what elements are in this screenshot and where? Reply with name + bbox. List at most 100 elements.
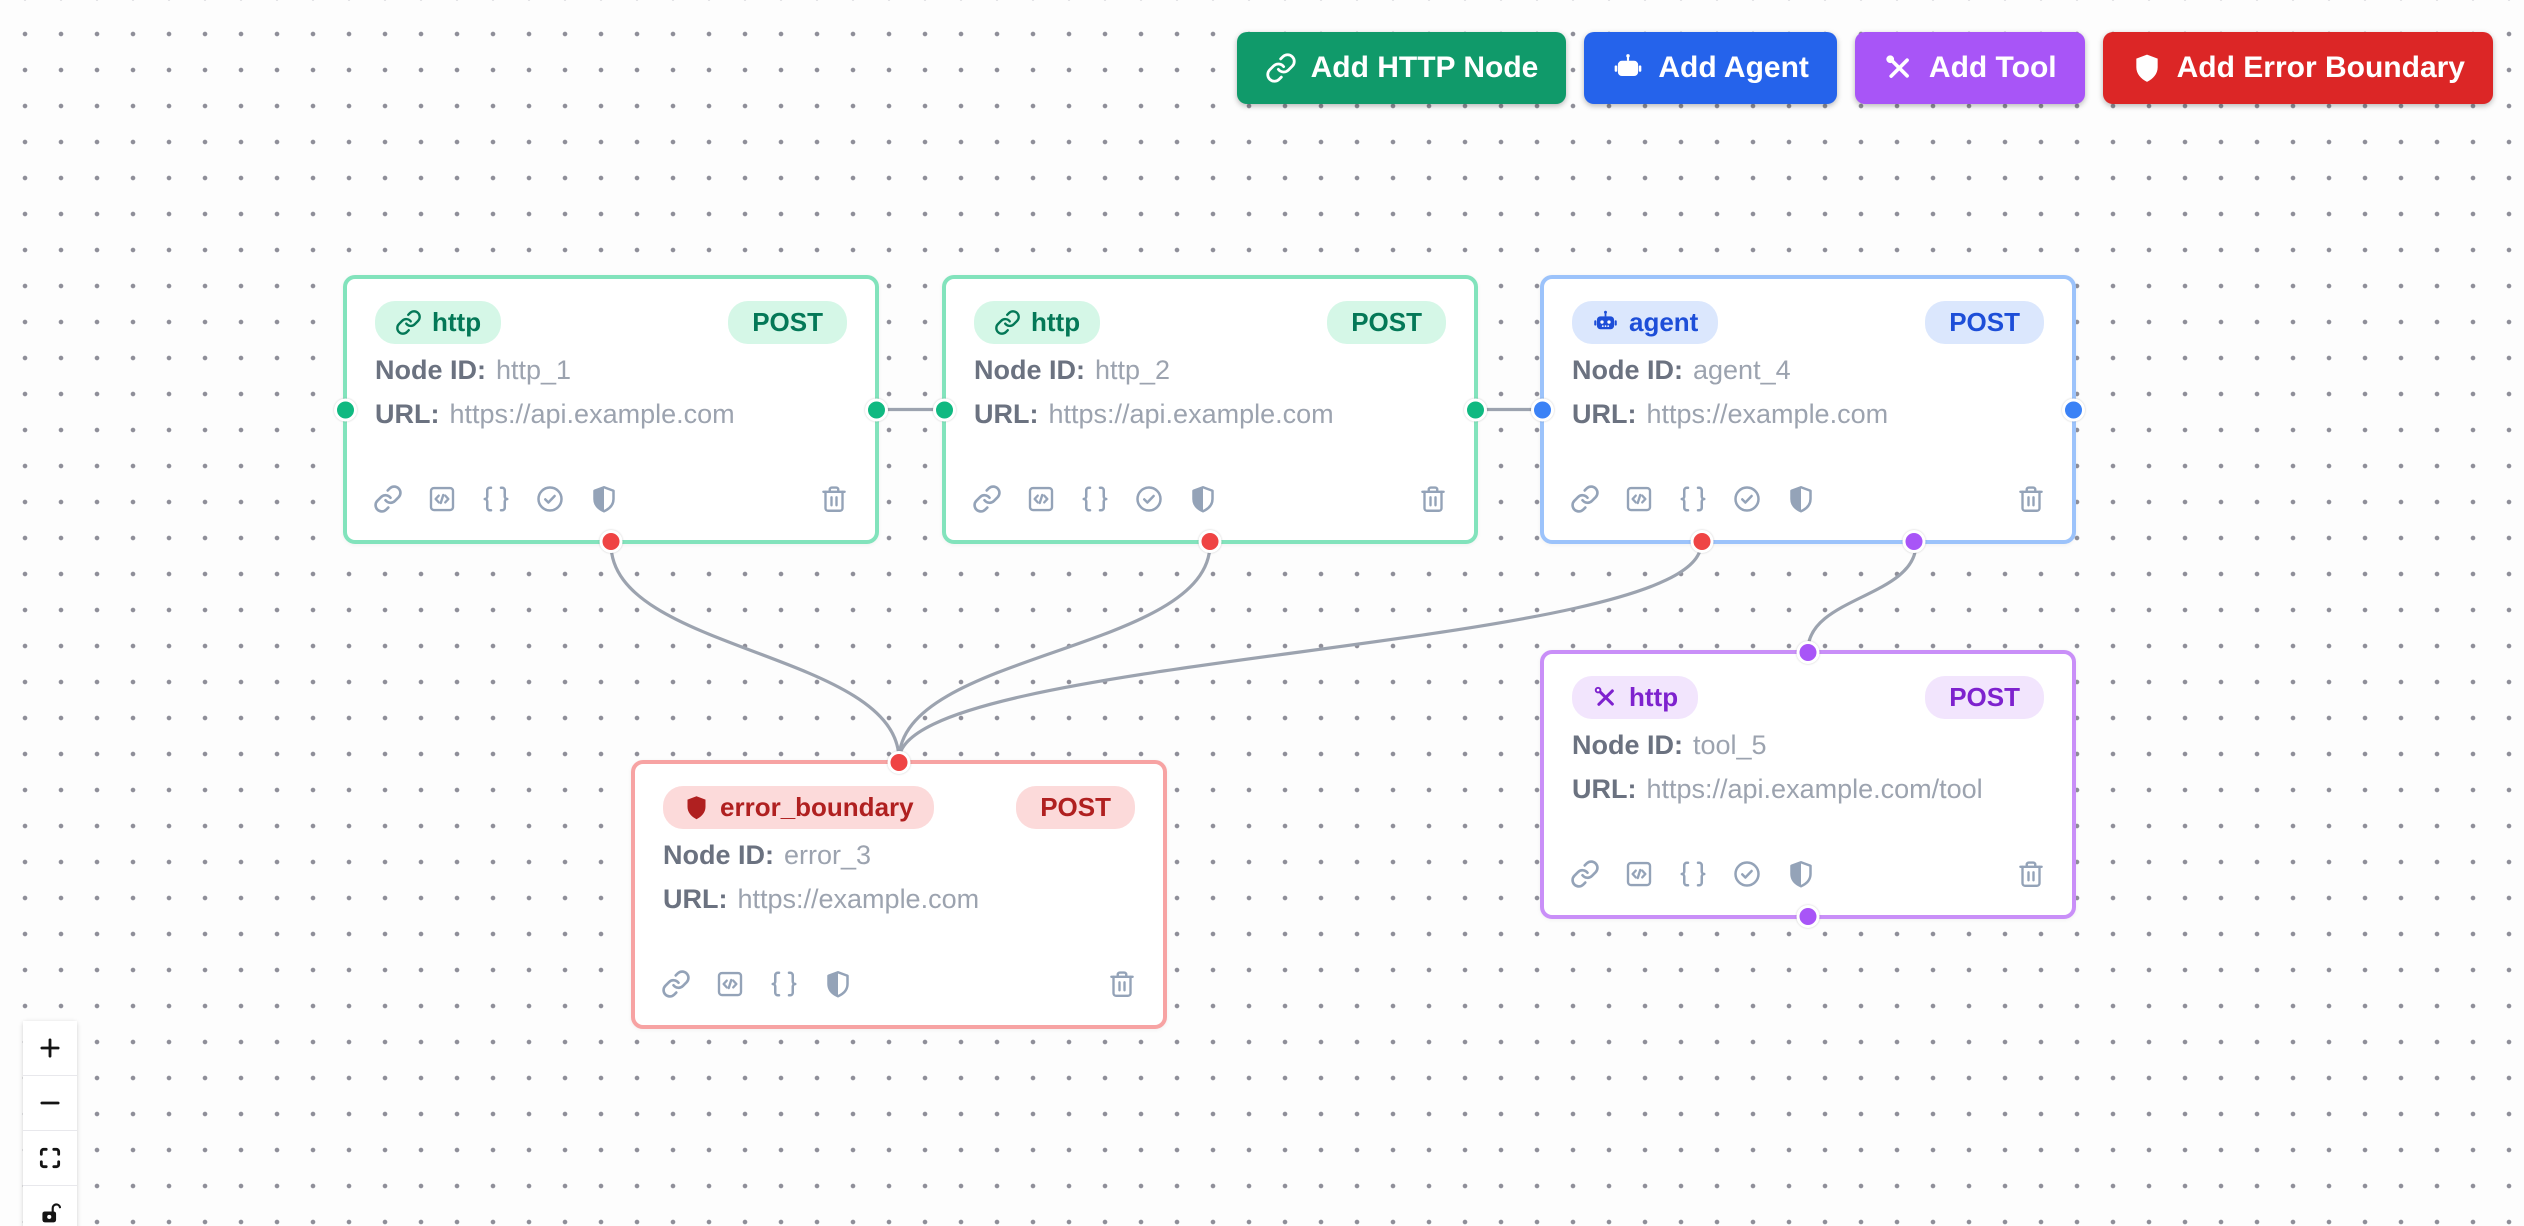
handle-target-left[interactable]	[334, 398, 357, 421]
handle-error-bottom[interactable]	[1198, 530, 1222, 553]
method-badge: POST	[1925, 301, 2044, 344]
validate-action-button[interactable]	[1134, 484, 1164, 514]
edge-agent4-tool5[interactable]	[1806, 543, 1918, 651]
zoom-out-button[interactable]	[23, 1076, 77, 1131]
handle-target-left[interactable]	[1531, 398, 1554, 421]
json-action-button[interactable]	[1678, 859, 1708, 889]
delete-node-button[interactable]	[1107, 969, 1137, 999]
shield-action-button[interactable]	[823, 969, 853, 999]
url-action-button[interactable]	[972, 484, 1002, 514]
code-icon	[427, 484, 457, 514]
code-action-button[interactable]	[1624, 859, 1654, 889]
add-error-boundary-button[interactable]: Add Error Boundary	[2102, 32, 2493, 104]
node-url-value: https://api.example.com	[1048, 399, 1334, 429]
handle-source-right[interactable]	[865, 398, 888, 421]
add-http-node-button[interactable]: Add HTTP Node	[1236, 32, 1567, 104]
handle-tool-top[interactable]	[1796, 641, 1820, 664]
node-agent_4[interactable]: agent POST Node ID:agent_4 URL:https://e…	[1531, 275, 2085, 553]
code-action-button[interactable]	[427, 484, 457, 514]
robot-icon	[1592, 309, 1619, 336]
handle-target-left[interactable]	[933, 398, 956, 421]
handle-tool-bottom[interactable]	[1902, 530, 1926, 553]
node-type-badge: http	[974, 301, 1101, 344]
node-id-row: Node ID:http_2	[974, 355, 1171, 385]
link-icon	[972, 484, 1002, 514]
node-http_2[interactable]: http POST Node ID:http_2 URL:https://api…	[933, 275, 1487, 553]
node-header: agent POST	[1572, 301, 2044, 344]
minus-icon	[37, 1090, 63, 1116]
node-id-value: tool_5	[1693, 730, 1767, 760]
handle-error-bottom[interactable]	[599, 530, 623, 553]
add-agent-button[interactable]: Add Agent	[1584, 32, 1837, 104]
edge-agent4-error3[interactable]	[897, 543, 1703, 761]
robot-icon	[1612, 52, 1644, 84]
url-action-button[interactable]	[1570, 484, 1600, 514]
handle-source-right[interactable]	[2062, 398, 2085, 421]
code-action-button[interactable]	[1624, 484, 1654, 514]
code-action-button[interactable]	[1026, 484, 1056, 514]
code-icon	[1624, 859, 1654, 889]
braces-icon	[1080, 484, 1110, 514]
link-icon	[395, 309, 422, 336]
node-header: error_boundary POST	[663, 786, 1135, 829]
node-id-value: http_1	[496, 355, 572, 385]
check-circle-icon	[1732, 859, 1762, 889]
edge-http2-error3[interactable]	[897, 543, 1212, 761]
node-http_1[interactable]: http POST Node ID:http_1 URL:https://api…	[334, 275, 888, 553]
canvas-controls	[23, 1021, 77, 1226]
lock-button[interactable]	[23, 1186, 77, 1226]
node-type-badge: http	[375, 301, 502, 344]
url-action-button[interactable]	[373, 484, 403, 514]
node-tool_5[interactable]: http POST Node ID:tool_5 URL:https://api…	[1540, 641, 2076, 928]
trash-icon	[1418, 484, 1448, 514]
node-type-badge: http	[1572, 676, 1699, 719]
check-circle-icon	[1732, 484, 1762, 514]
json-action-button[interactable]	[1080, 484, 1110, 514]
trash-icon	[1107, 969, 1137, 999]
url-action-button[interactable]	[1570, 859, 1600, 889]
node-actions	[1570, 859, 2046, 889]
trash-icon	[2016, 859, 2046, 889]
add-tool-button[interactable]: Add Tool	[1854, 32, 2085, 104]
node-id-value: agent_4	[1693, 355, 1791, 385]
delete-node-button[interactable]	[1418, 484, 1448, 514]
node-type-badge: agent	[1572, 301, 1719, 344]
handle-source-right[interactable]	[1464, 398, 1487, 421]
handle-error-top[interactable]	[887, 751, 911, 774]
node-error_3[interactable]: error_boundary POST Node ID:error_3 URL:…	[631, 751, 1167, 1029]
plus-icon	[37, 1035, 63, 1061]
check-circle-icon	[1134, 484, 1164, 514]
node-id-row: Node ID:tool_5	[1572, 730, 1767, 760]
delete-node-button[interactable]	[2016, 859, 2046, 889]
shield-action-button[interactable]	[1786, 484, 1816, 514]
fit-view-button[interactable]	[23, 1131, 77, 1186]
node-url-value: https://example.com	[737, 884, 980, 914]
validate-action-button[interactable]	[1732, 859, 1762, 889]
url-action-button[interactable]	[661, 969, 691, 999]
shield-action-button[interactable]	[1786, 859, 1816, 889]
json-action-button[interactable]	[769, 969, 799, 999]
shield-action-button[interactable]	[1188, 484, 1218, 514]
validate-action-button[interactable]	[535, 484, 565, 514]
shield-action-button[interactable]	[589, 484, 619, 514]
code-action-button[interactable]	[715, 969, 745, 999]
node-id-row: Node ID:http_1	[375, 355, 572, 385]
zoom-in-button[interactable]	[23, 1021, 77, 1076]
delete-node-button[interactable]	[819, 484, 849, 514]
json-action-button[interactable]	[1678, 484, 1708, 514]
node-url-row: URL:https://example.com	[1572, 399, 1889, 429]
check-circle-icon	[535, 484, 565, 514]
json-action-button[interactable]	[481, 484, 511, 514]
handle-error-bottom[interactable]	[1690, 530, 1714, 553]
handle-tool-bottom[interactable]	[1796, 905, 1820, 928]
toolbar: Add HTTP Node Add Agent Add Tool Add Err…	[1236, 32, 2493, 104]
trash-icon	[2016, 484, 2046, 514]
shield-half-icon	[1188, 484, 1218, 514]
edge-http1-error3[interactable]	[609, 543, 901, 761]
delete-node-button[interactable]	[2016, 484, 2046, 514]
validate-action-button[interactable]	[1732, 484, 1762, 514]
code-icon	[1624, 484, 1654, 514]
method-badge: POST	[1925, 676, 2044, 719]
